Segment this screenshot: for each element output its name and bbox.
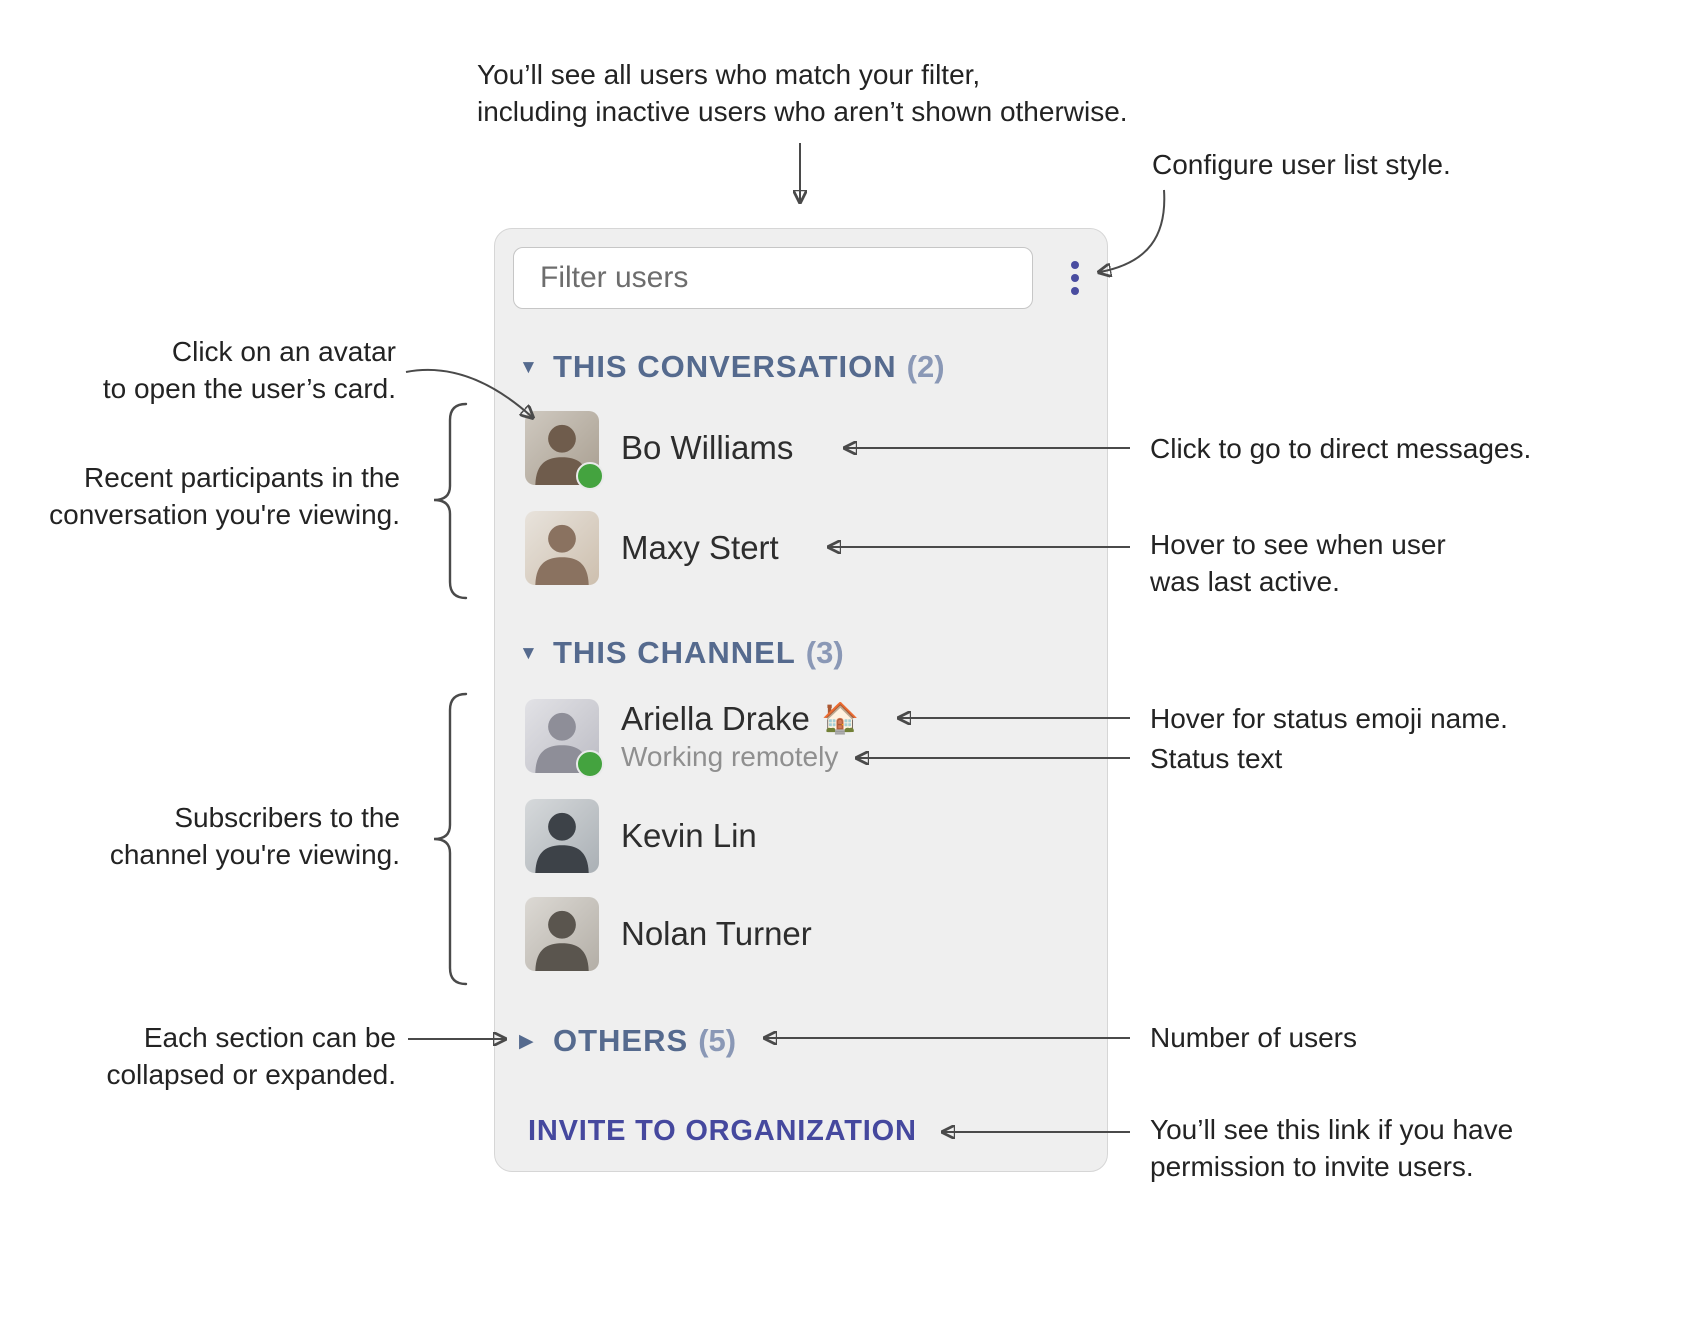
annotation-status-emoji-note: Hover for status emoji name. xyxy=(1150,703,1508,734)
avatar[interactable] xyxy=(525,411,604,490)
user-row-bo-williams[interactable]: Bo Williams xyxy=(495,411,1107,490)
section-count: (3) xyxy=(805,635,844,670)
section-header-others[interactable]: ▶ OTHERS (5) xyxy=(495,1021,1107,1061)
kebab-menu-icon[interactable] xyxy=(1067,257,1083,299)
expand-triangle-icon[interactable]: ▶ xyxy=(519,1030,534,1052)
annotation-last-active-note: Hover to see when user was last active. xyxy=(1150,529,1446,597)
person-silhouette-icon xyxy=(525,511,599,585)
presence-dot xyxy=(576,750,604,778)
annotation-configure-note: Configure user list style. xyxy=(1152,149,1451,180)
avatar[interactable] xyxy=(525,799,599,873)
user-list-panel: ▼ THIS CONVERSATION (2) Bo Williams Maxy… xyxy=(494,228,1108,1172)
user-name[interactable]: Ariella Drake xyxy=(621,700,810,737)
brace-recent-participants xyxy=(433,402,468,600)
status-emoji[interactable]: 🏠 xyxy=(821,702,860,735)
brace-subscribers xyxy=(433,692,468,986)
user-name[interactable]: Kevin Lin xyxy=(621,817,757,854)
avatar[interactable] xyxy=(525,699,604,778)
user-row-maxy-stert[interactable]: Maxy Stert xyxy=(495,511,1107,585)
user-name[interactable]: Maxy Stert xyxy=(621,529,779,566)
kebab-dot xyxy=(1071,274,1079,282)
connector-configure-note xyxy=(1100,189,1166,272)
collapse-triangle-icon[interactable]: ▼ xyxy=(519,356,538,378)
user-name[interactable]: Nolan Turner xyxy=(621,915,812,952)
annotation-filter-note: You’ll see all users who match your filt… xyxy=(477,59,1128,127)
presence-dot xyxy=(576,462,604,490)
user-row-kevin-lin[interactable]: Kevin Lin xyxy=(495,799,1107,873)
section-header-this-conversation[interactable]: ▼ THIS CONVERSATION (2) xyxy=(495,347,1107,387)
section-title: THIS CHANNEL xyxy=(553,635,796,670)
user-row-ariella-drake[interactable]: Ariella Drake 🏠 Working remotely xyxy=(495,699,1107,778)
annotation-subscribers-note: Subscribers to the channel you're viewin… xyxy=(109,802,400,870)
section-title: OTHERS xyxy=(553,1023,689,1058)
person-silhouette-icon xyxy=(525,799,599,873)
user-text: Ariella Drake 🏠 Working remotely xyxy=(621,699,859,772)
filter-row xyxy=(513,247,1089,309)
kebab-dot xyxy=(1071,261,1079,269)
section-header-this-channel[interactable]: ▼ THIS CHANNEL (3) xyxy=(495,633,1107,673)
collapse-triangle-icon[interactable]: ▼ xyxy=(519,642,538,664)
annotation-invite-note: You’ll see this link if you have permiss… xyxy=(1150,1114,1514,1182)
status-text: Working remotely xyxy=(621,741,839,772)
user-name[interactable]: Bo Williams xyxy=(621,429,794,466)
annotation-recent-participants-note: Recent participants in the conversation … xyxy=(49,462,400,530)
annotation-status-text-note: Status text xyxy=(1150,743,1283,774)
section-title: THIS CONVERSATION xyxy=(553,349,897,384)
annotation-user-count-note: Number of users xyxy=(1150,1022,1357,1053)
avatar[interactable] xyxy=(525,897,599,971)
annotation-avatar-note: Click on an avatar to open the user’s ca… xyxy=(102,336,396,404)
section-count: (2) xyxy=(906,349,945,384)
kebab-dot xyxy=(1071,287,1079,295)
section-count: (5) xyxy=(698,1023,737,1058)
user-row-nolan-turner[interactable]: Nolan Turner xyxy=(495,897,1107,971)
annotation-direct-messages-note: Click to go to direct messages. xyxy=(1150,433,1532,464)
person-silhouette-icon xyxy=(525,411,599,485)
person-silhouette-icon xyxy=(525,897,599,971)
annotation-collapse-note: Each section can be collapsed or expande… xyxy=(106,1022,396,1090)
invite-to-organization-link[interactable]: INVITE TO ORGANIZATION xyxy=(528,1115,917,1147)
filter-users-input[interactable] xyxy=(513,247,1033,309)
avatar[interactable] xyxy=(525,511,599,585)
